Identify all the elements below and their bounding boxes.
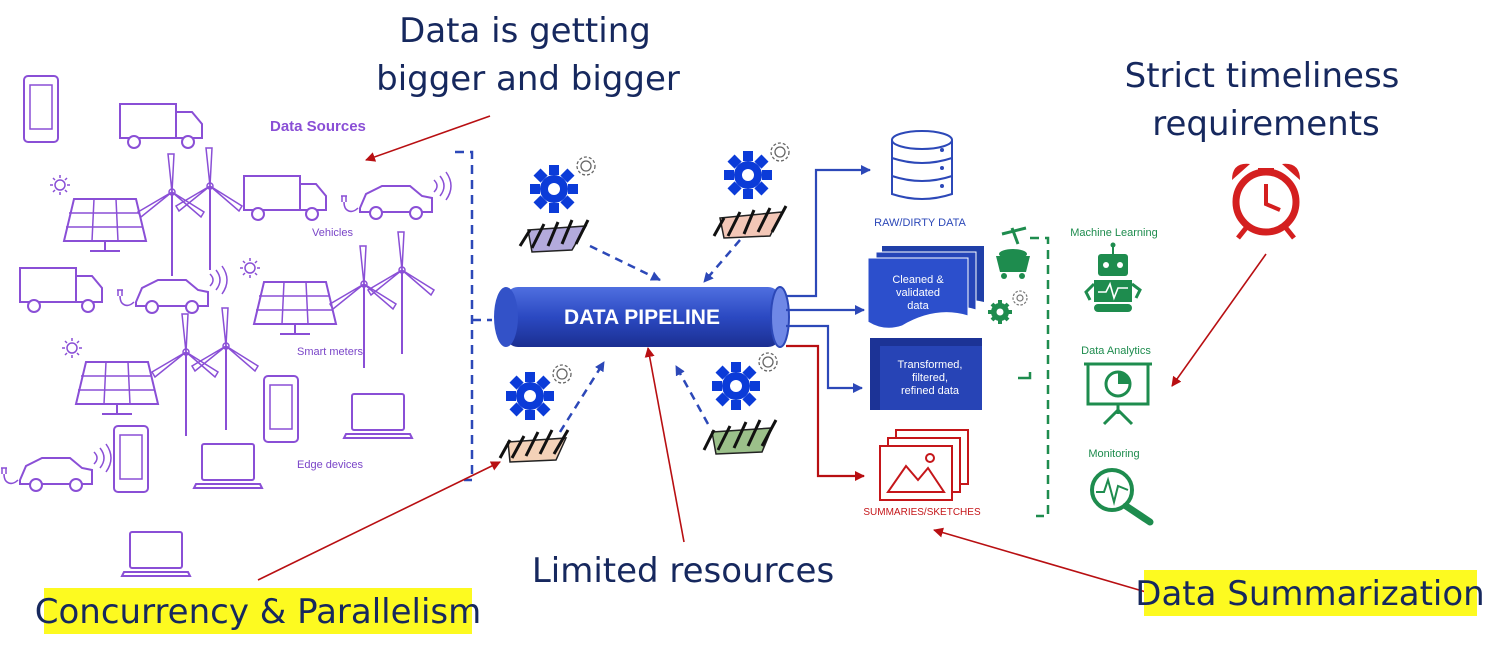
consumers-bracket xyxy=(1030,236,1050,518)
cleaned-line-1: Cleaned & xyxy=(892,274,944,286)
summaries-image-icon xyxy=(879,429,969,501)
database-icon xyxy=(891,130,953,200)
truck-icon xyxy=(119,103,203,149)
gear-icon xyxy=(530,165,578,213)
transformed-line-3: refined data xyxy=(901,385,960,397)
laptop-icon xyxy=(193,443,263,489)
pipeline-left-cap xyxy=(494,287,518,347)
cleaned-data-stack xyxy=(867,246,984,329)
summarization-highlight xyxy=(1144,570,1477,616)
wind-turbine-icon xyxy=(151,313,219,437)
alarm-clock-icon xyxy=(1232,163,1300,240)
gear-icon xyxy=(506,372,554,420)
gear-icon xyxy=(770,142,790,162)
outputs-group: RAW/DIRTY DATA Cleaned & validated data … xyxy=(863,130,1050,518)
smartphone-icon xyxy=(263,375,299,443)
pipeline-output-arrows xyxy=(786,165,871,481)
monitoring-magnifier-icon xyxy=(1090,468,1154,526)
electric-car-icon xyxy=(0,443,112,492)
transformed-line-2: filtered, xyxy=(912,372,948,384)
pipeline-group: DATA PIPELINE xyxy=(494,142,871,481)
laptop-icon xyxy=(343,393,413,439)
smartphone-icon xyxy=(23,75,59,143)
data-pipeline-tube xyxy=(506,287,780,347)
gear-icon xyxy=(712,362,760,410)
chip-legs xyxy=(498,429,570,459)
smart-meters-label: Smart meters xyxy=(297,346,364,358)
data-analytics-label: Data Analytics xyxy=(1081,345,1151,357)
transformed-data-box xyxy=(870,338,982,410)
gear-icon xyxy=(576,156,596,176)
consumers-bracket-tick xyxy=(1018,372,1032,380)
cleaned-line-2: validated xyxy=(896,287,940,299)
consumers-group: Machine Learning Data Analytics Monitori… xyxy=(1070,163,1300,526)
solar-panel-icon xyxy=(61,337,159,415)
pipeline-right-cap xyxy=(770,286,790,348)
processor-bottom-right xyxy=(702,352,778,455)
solar-panel-icon xyxy=(239,257,337,335)
raw-data-label: RAW/DIRTY DATA xyxy=(874,217,966,229)
processor-top-left xyxy=(518,156,596,253)
truck-icon xyxy=(243,175,327,221)
gear-icon xyxy=(988,290,1028,324)
chip-legs xyxy=(712,205,788,237)
chip-legs xyxy=(518,219,590,249)
gear-icon xyxy=(552,364,572,384)
concurrency-highlight xyxy=(44,588,472,634)
callouts-group: Data is getting bigger and bigger Strict… xyxy=(35,11,1485,634)
vehicles-label: Vehicles xyxy=(312,227,353,239)
wind-turbine-icon xyxy=(137,153,205,277)
pipeline-label: DATA PIPELINE xyxy=(564,306,720,329)
electric-car-icon xyxy=(340,171,452,220)
data-sources-title: Data Sources xyxy=(270,118,366,135)
chip-icon xyxy=(527,225,588,253)
presentation-chart-icon xyxy=(1084,362,1152,426)
processor-top-right xyxy=(712,142,790,239)
monitoring-label: Monitoring xyxy=(1088,448,1139,460)
data-sources-group: Data Sources Vehicles Smart meters Edge … xyxy=(0,75,492,577)
callout-timeliness-line-2: requirements xyxy=(1152,104,1380,144)
sources-bracket xyxy=(455,150,492,482)
edge-devices-label: Edge devices xyxy=(297,459,364,471)
mining-cart-icon xyxy=(996,226,1030,279)
callout-data-growth-line-2: bigger and bigger xyxy=(376,59,680,99)
chip-legs xyxy=(702,419,778,451)
processor-arrows xyxy=(558,239,741,433)
callout-summarization: Data Summarization xyxy=(1135,574,1484,614)
summaries-label: SUMMARIES/SKETCHES xyxy=(863,507,981,518)
smartphone-icon xyxy=(113,425,149,493)
machine-learning-label: Machine Learning xyxy=(1070,227,1157,239)
solar-panel-icon xyxy=(49,174,147,252)
laptop-icon xyxy=(121,531,191,577)
wind-turbine-icon xyxy=(191,307,259,431)
gear-icon xyxy=(724,151,772,199)
transformed-line-1: Transformed, xyxy=(897,359,962,371)
processor-bottom-left xyxy=(498,364,572,463)
cleaned-line-3: data xyxy=(907,300,929,312)
callout-data-growth-line-1: Data is getting xyxy=(399,11,651,51)
callout-limited-resources: Limited resources xyxy=(532,551,834,591)
wind-turbine-icon xyxy=(175,147,243,271)
gear-icon xyxy=(758,352,778,372)
robot-icon xyxy=(1084,242,1142,312)
truck-icon xyxy=(19,267,103,313)
callout-arrows xyxy=(257,115,1267,593)
callout-timeliness-line-1: Strict timeliness xyxy=(1125,56,1400,96)
callout-concurrency: Concurrency & Parallelism xyxy=(35,592,482,632)
